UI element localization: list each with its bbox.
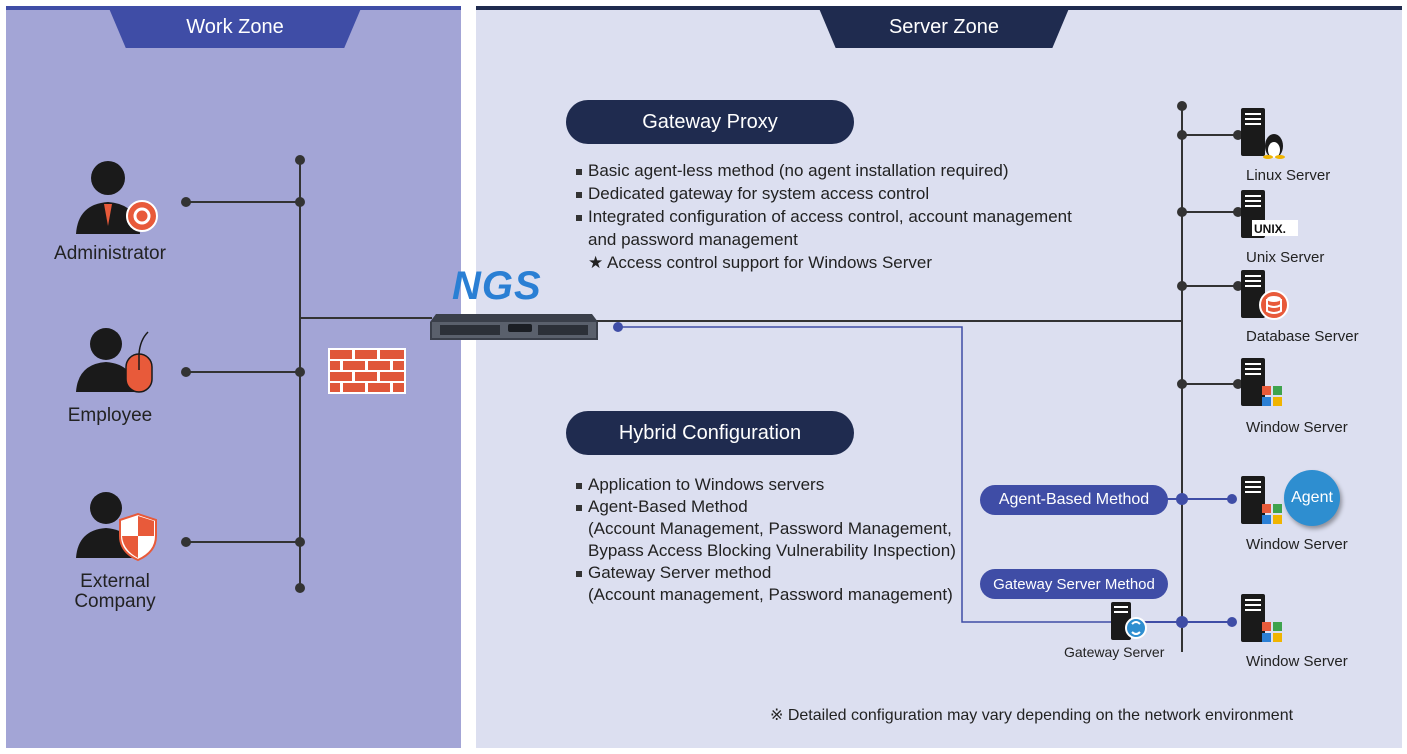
employee-label: Employee bbox=[67, 405, 153, 426]
agent-bubble: Agent bbox=[1284, 470, 1340, 526]
windows-server-icon bbox=[1241, 358, 1282, 406]
hybrid-configuration-title: Hybrid Configuration bbox=[566, 411, 854, 455]
hybrid-detail: (Account Management, Password Management… bbox=[588, 519, 952, 538]
external-label-line1: External bbox=[80, 571, 150, 592]
windows-server-icon bbox=[1241, 476, 1282, 524]
firewall-icon bbox=[328, 348, 406, 394]
gateway-proxy-star-note: ★ Access control support for Windows Ser… bbox=[588, 253, 933, 272]
hybrid-bullet: Application to Windows servers bbox=[576, 474, 956, 496]
administrator-icon bbox=[76, 161, 158, 234]
gateway-proxy-bullet: Basic agent-less method (no agent instal… bbox=[576, 159, 1072, 182]
hybrid-bullet: Agent-Based Method bbox=[576, 496, 956, 518]
footnote: ※ Detailed configuration may vary depend… bbox=[770, 707, 1294, 724]
database-server-label: Database Server bbox=[1246, 328, 1359, 345]
linux-server-icon bbox=[1241, 108, 1285, 159]
work-zone-title: Work Zone bbox=[108, 6, 362, 48]
external-company-label: External Company bbox=[30, 572, 200, 612]
ngs-logo: NGS bbox=[452, 264, 542, 308]
ngs-gateway-appliance bbox=[430, 314, 598, 340]
window-server-label-2: Window Server bbox=[1246, 536, 1348, 553]
unix-server-label: Unix Server bbox=[1246, 249, 1325, 266]
gateway-server-label: Gateway Server bbox=[1064, 644, 1165, 660]
gateway-proxy-bullet: Dedicated gateway for system access cont… bbox=[576, 182, 1072, 205]
unix-server-icon bbox=[1241, 190, 1298, 238]
administrator-label: Administrator bbox=[54, 243, 166, 264]
gateway-server-method-pill: Gateway Server Method bbox=[980, 569, 1168, 599]
database-server-icon bbox=[1241, 270, 1289, 320]
gateway-server-icon bbox=[1111, 602, 1147, 640]
gateway-proxy-bullet: Integrated configuration of access contr… bbox=[576, 205, 1072, 228]
gateway-proxy-title: Gateway Proxy bbox=[566, 100, 854, 144]
hybrid-detail: (Account management, Password management… bbox=[588, 585, 953, 604]
external-company-icon bbox=[76, 492, 157, 562]
server-zone-title: Server Zone bbox=[818, 6, 1070, 48]
hybrid-text: Application to Windows servers Agent-Bas… bbox=[576, 474, 956, 606]
window-server-label-3: Window Server bbox=[1246, 653, 1348, 670]
gateway-proxy-text: Basic agent-less method (no agent instal… bbox=[576, 159, 1072, 274]
external-label-line2: Company bbox=[74, 591, 156, 612]
agent-based-method-pill: Agent-Based Method bbox=[980, 485, 1168, 515]
window-server-label-1: Window Server bbox=[1246, 419, 1348, 436]
hybrid-detail: Bypass Access Blocking Vulnerability Ins… bbox=[588, 541, 956, 560]
hybrid-bullet: Gateway Server method bbox=[576, 562, 956, 584]
employee-icon bbox=[76, 328, 153, 393]
windows-server-icon bbox=[1241, 594, 1282, 642]
linux-server-label: Linux Server bbox=[1246, 167, 1331, 184]
unix-badge: UNIX. bbox=[1254, 222, 1287, 236]
gateway-proxy-continuation: and password management bbox=[588, 230, 798, 249]
